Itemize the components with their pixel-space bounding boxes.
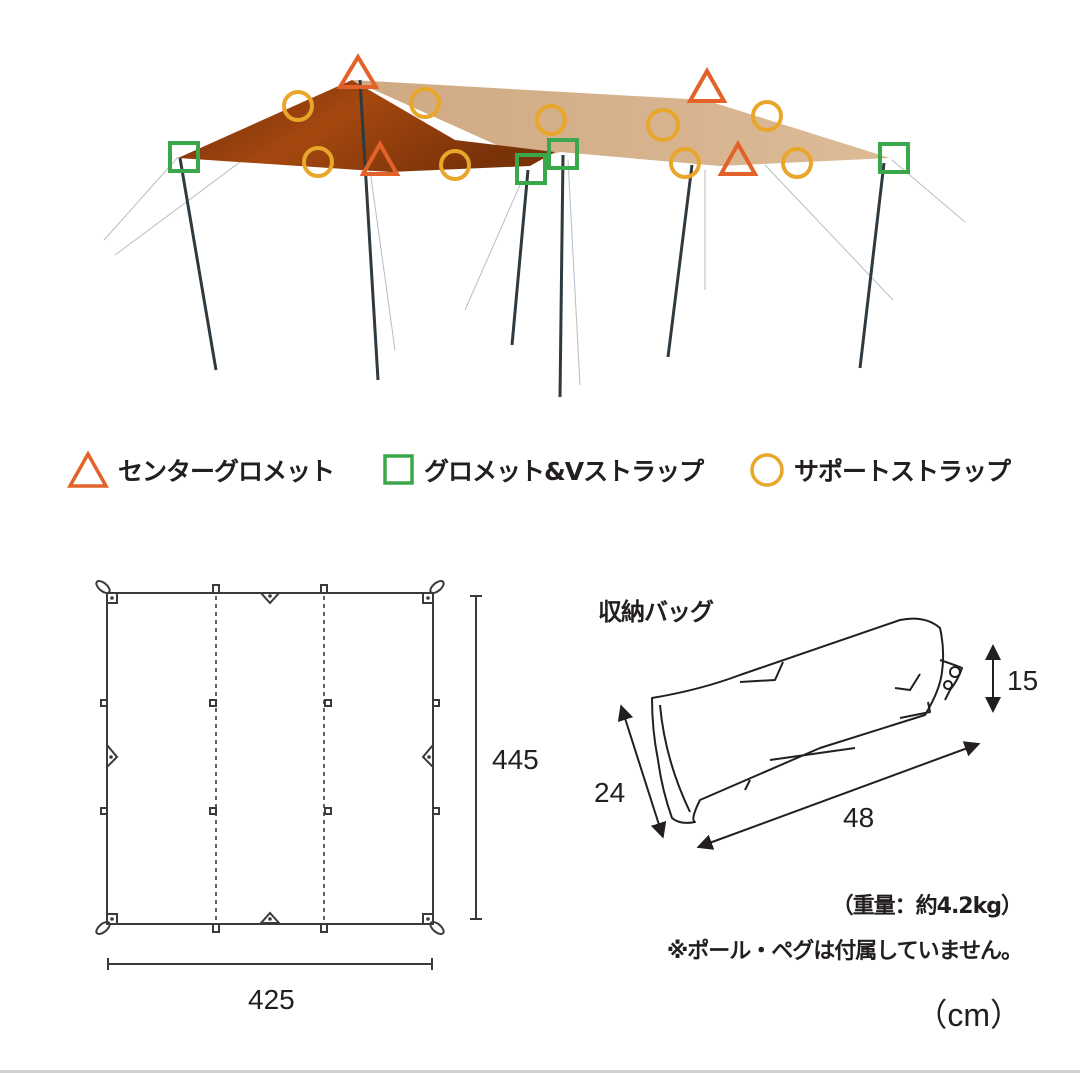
triangle-icon: [686, 66, 728, 103]
tarp-width-label: 425: [248, 984, 295, 1015]
circle-icon: [646, 108, 680, 142]
circle-icon: [439, 149, 471, 181]
circle-icon: [750, 453, 784, 487]
tarp-height-label: 445: [492, 744, 539, 775]
tarp-light-panel: [352, 80, 890, 166]
tarp-illustration: [103, 53, 966, 398]
circle-icon: [781, 147, 813, 179]
bag-length-label: 48: [843, 802, 875, 833]
circle-icon: [535, 104, 567, 136]
tarp-dark-panel: [178, 80, 555, 172]
not-included-note: ※ポール・ペグは付属していません。: [666, 939, 1023, 964]
bag-outline: [651, 617, 945, 824]
legend-label: グロメット&Vストラップ: [424, 457, 704, 486]
square-icon: [547, 138, 579, 170]
circle-icon: [669, 147, 701, 179]
weight-note: （重量：約4.2kg）: [831, 894, 1023, 919]
square-icon: [878, 142, 910, 174]
legend-label: センターグロメット: [118, 457, 335, 486]
triangle-icon: [67, 450, 109, 488]
circle-icon: [409, 87, 441, 119]
triangle-icon: [359, 139, 401, 176]
triangle-icon: [717, 139, 759, 176]
legend-label: サポートストラップ: [794, 457, 1011, 486]
triangle-markers: [336, 53, 759, 176]
legend: センターグロメット グロメット&Vストラップ サポートストラップ: [0, 448, 1080, 492]
square-icon: [168, 141, 200, 173]
legend-item-center-grommet: センターグロメット: [66, 448, 335, 492]
legend-item-grommet-v-strap: グロメット&Vストラップ: [382, 448, 704, 492]
bottom-divider: [0, 1070, 1080, 1073]
square-markers: [168, 138, 910, 185]
legend-item-support-strap: サポートストラップ: [748, 448, 1011, 492]
circle-icon: [282, 90, 314, 122]
triangle-icon: [336, 53, 380, 89]
square-icon: [383, 454, 414, 485]
circle-icon: [302, 146, 334, 178]
circle-markers: [282, 87, 813, 181]
square-icon: [515, 153, 547, 185]
bag-depth-label: 24: [594, 777, 626, 808]
circle-icon: [751, 100, 783, 132]
unit-label: （cm）: [915, 997, 1022, 1033]
bag-title: 収納バッグ: [598, 598, 714, 626]
poles: [178, 79, 886, 398]
bag-height-label: 15: [1007, 665, 1039, 696]
